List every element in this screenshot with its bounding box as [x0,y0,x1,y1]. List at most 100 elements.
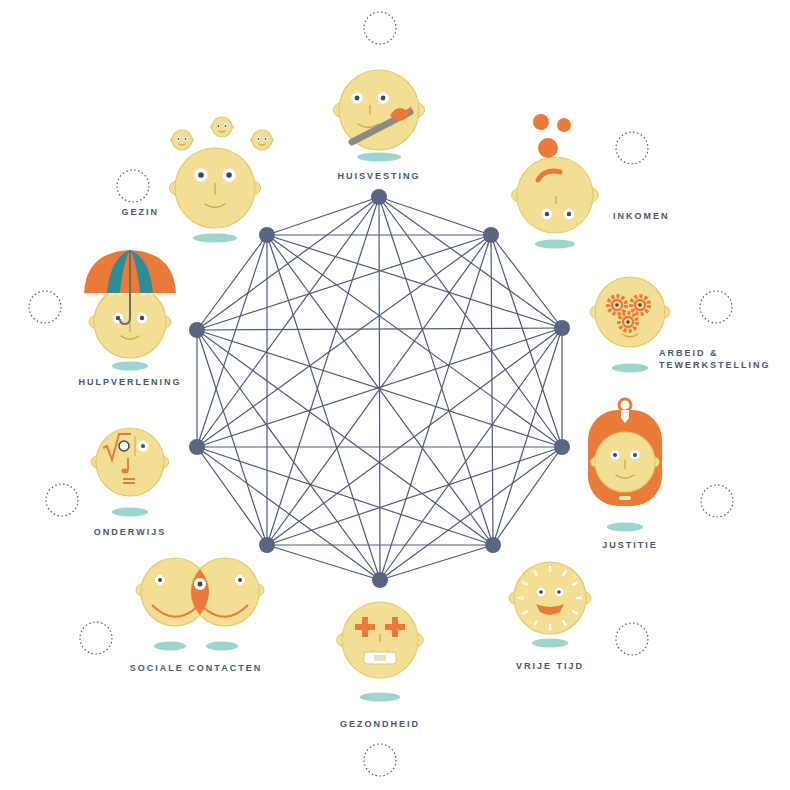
clock-tick [576,597,582,599]
network-line [267,235,562,328]
umbrella-stripe [130,250,153,293]
dotted-circle [701,485,733,517]
pupil [226,172,232,178]
pupil [265,138,267,140]
network-line [196,330,197,447]
network-line [380,235,491,580]
umbrella-stripe [107,250,130,293]
mouth [259,144,265,145]
network-line [197,235,267,330]
network-line [267,544,493,545]
network-dot [372,572,388,588]
pupil [381,96,386,101]
theme-label: GEZONDHEID [340,718,420,730]
network-line [267,235,380,580]
network-dot [189,322,205,338]
pupil [615,303,619,307]
network-line [197,447,493,545]
eye [555,588,564,597]
theme-label-box: ARBEID & TEWERKSTELLING [656,345,786,373]
bandage [364,652,396,664]
pupil [545,212,549,216]
network-line [267,235,562,447]
gear [608,296,626,314]
lock-ring [619,399,631,411]
mouth [536,604,564,615]
dotted-circle [29,291,61,323]
network-line [267,234,491,235]
pupil [258,138,260,140]
nose [379,634,380,642]
eye [610,450,620,460]
mouth [121,336,139,339]
network-line [197,330,493,545]
face [595,277,665,347]
mouth [179,144,185,145]
network-dot [189,439,205,455]
network-line [197,235,267,447]
shadow [206,642,238,651]
face [96,428,164,496]
network-line [491,235,562,447]
gear [631,296,649,314]
theme-label-box: INKOMEN [610,208,673,224]
gear [619,313,637,331]
clock-tick [522,610,528,615]
eye [537,588,546,597]
clock-tick [572,610,578,615]
eye [137,313,148,324]
theme-label: HUISVESTING [337,170,420,182]
network-line [493,447,562,545]
network-line [197,330,380,580]
eye [223,124,227,128]
lock-slot [619,496,631,500]
pupil [633,453,637,457]
theme-label-box: GEZIN [118,204,162,220]
eye [194,168,208,182]
gear [612,300,622,310]
shadow [357,153,401,162]
theme-label-box: HULPVERLENING [75,374,184,390]
nose [129,323,130,332]
pupil [613,453,617,457]
coin [533,114,549,130]
clock-tick [572,581,578,586]
shadow [360,693,400,702]
dotted-circle [80,622,112,654]
network-dot [259,537,275,553]
dotted-circle [616,623,648,655]
network-dot [554,439,570,455]
network-line [491,235,562,328]
clock-tick [522,581,528,586]
pupil [140,316,144,320]
keyhole [621,410,629,423]
eye [183,137,187,141]
face [252,130,272,150]
eye [155,575,165,585]
umbrella-handle [120,250,130,324]
eye [564,209,575,220]
theme-label: ONDERWIJS [94,526,166,538]
cross-eye [355,617,375,637]
theme-label: VRIJE TIJD [516,660,584,672]
network-dot [483,227,499,243]
face [595,432,655,492]
mouth [205,204,225,208]
pupil [539,590,543,594]
eye [216,124,220,128]
network-line [379,197,491,235]
dotted-circle [616,132,648,164]
dotted-circle [364,744,396,776]
network-line [561,328,562,447]
face [175,148,255,228]
eye [263,137,267,141]
shadow [612,364,648,373]
gear [635,300,645,310]
root-sign [103,434,131,460]
lock-body [588,410,662,506]
dotted-circle [117,170,149,202]
pupil [218,125,220,127]
network-line [197,328,562,447]
pupil [225,125,227,127]
